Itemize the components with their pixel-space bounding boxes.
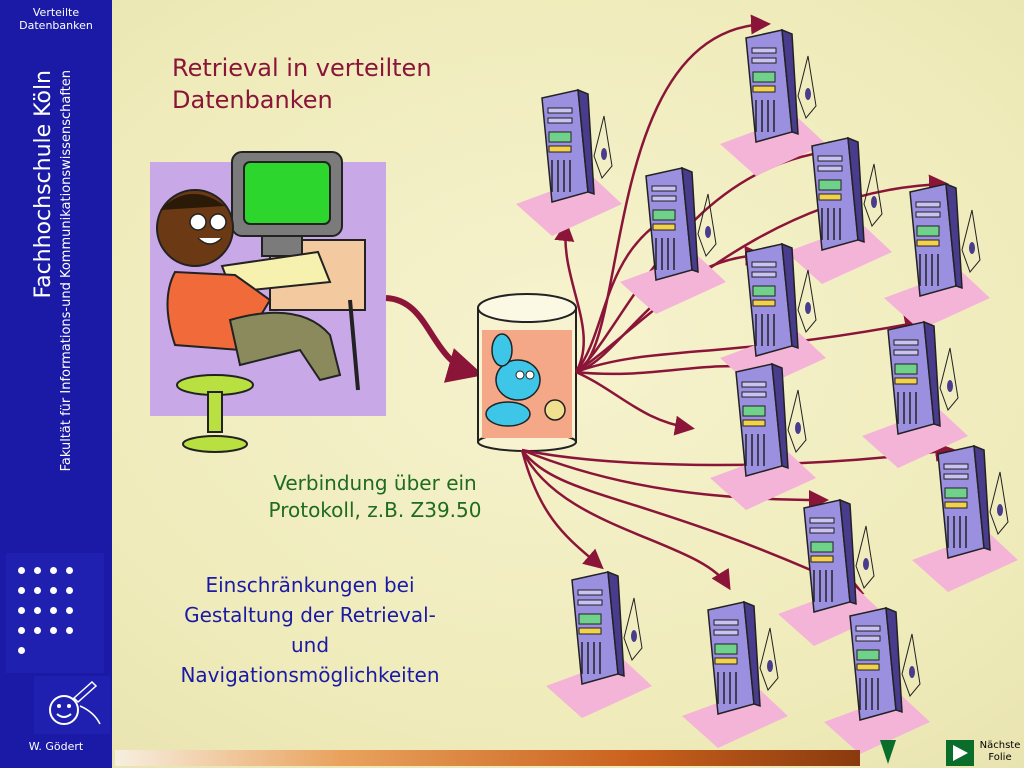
next-slide-label-line-1: Nächste [979,740,1021,751]
sidebar-dot [34,607,41,614]
next-slide-label-line-2: Folie [988,752,1012,763]
slide-title: Retrieval in verteilten Datenbanken [172,52,432,116]
slide-position-marker [880,740,896,764]
sidebar-dot [34,567,41,574]
server-tower-icon [861,321,969,469]
author: W. Gödert [28,740,84,753]
sidebar-dot [18,587,25,594]
sidebar-dot [66,587,73,594]
limitations-caption-line-4: Navigationsmöglichkeiten [180,663,440,687]
server-tower-icon [681,601,789,749]
sidebar-dot [66,627,73,634]
server-tower-icon [785,137,893,285]
slide-title-line-2: Datenbanken [172,86,333,114]
next-slide-button[interactable] [946,740,974,766]
dot-pattern [6,553,104,673]
person-at-computer-icon [150,151,386,453]
sidebar-title: Verteilte Datenbanken [0,6,112,32]
limitations-caption: Einschränkungen bei Gestaltung der Retri… [150,570,470,690]
sidebar-dot [18,647,25,654]
sidebar: Verteilte Datenbanken Fachhochschule Köl… [0,0,112,768]
server-tower-icon [515,89,623,237]
sidebar-title-line-2: Datenbanken [19,19,93,32]
server-tower-icon [911,445,1019,593]
sidebar-dot [18,627,25,634]
server-tower-icon [619,167,727,315]
protocol-caption-line-1: Verbindung über ein [273,471,477,495]
database-cylinder-icon [477,293,577,452]
limitations-caption-line-1: Einschränkungen bei [205,573,415,597]
sidebar-dot [18,607,25,614]
server-tower-icon [545,571,653,719]
sidebar-dot [50,567,57,574]
server-tower-icon [709,363,817,511]
smiley-writer-icon [34,676,110,734]
server-tower-icon [883,183,991,331]
sidebar-dot [50,607,57,614]
sidebar-dot [34,627,41,634]
sidebar-dot [50,587,57,594]
sidebar-title-line-1: Verteilte [32,6,80,19]
sidebar-dot [66,567,73,574]
sidebar-dot [34,587,41,594]
limitations-caption-line-3: und [290,633,330,657]
query-arrow [385,295,484,383]
protocol-caption: Verbindung über ein Protokoll, z.B. Z39.… [240,470,510,524]
sidebar-dot [66,607,73,614]
slide-title-line-1: Retrieval in verteilten [172,54,432,82]
protocol-caption-line-2: Protokoll, z.B. Z39.50 [268,498,482,522]
limitations-caption-line-2: Gestaltung der Retrieval- [184,603,436,627]
sidebar-dot [18,567,25,574]
sidebar-dot [50,627,57,634]
play-next-icon [953,745,968,761]
progress-bar [115,750,860,766]
next-slide-label[interactable]: Nächste Folie [976,740,1024,764]
